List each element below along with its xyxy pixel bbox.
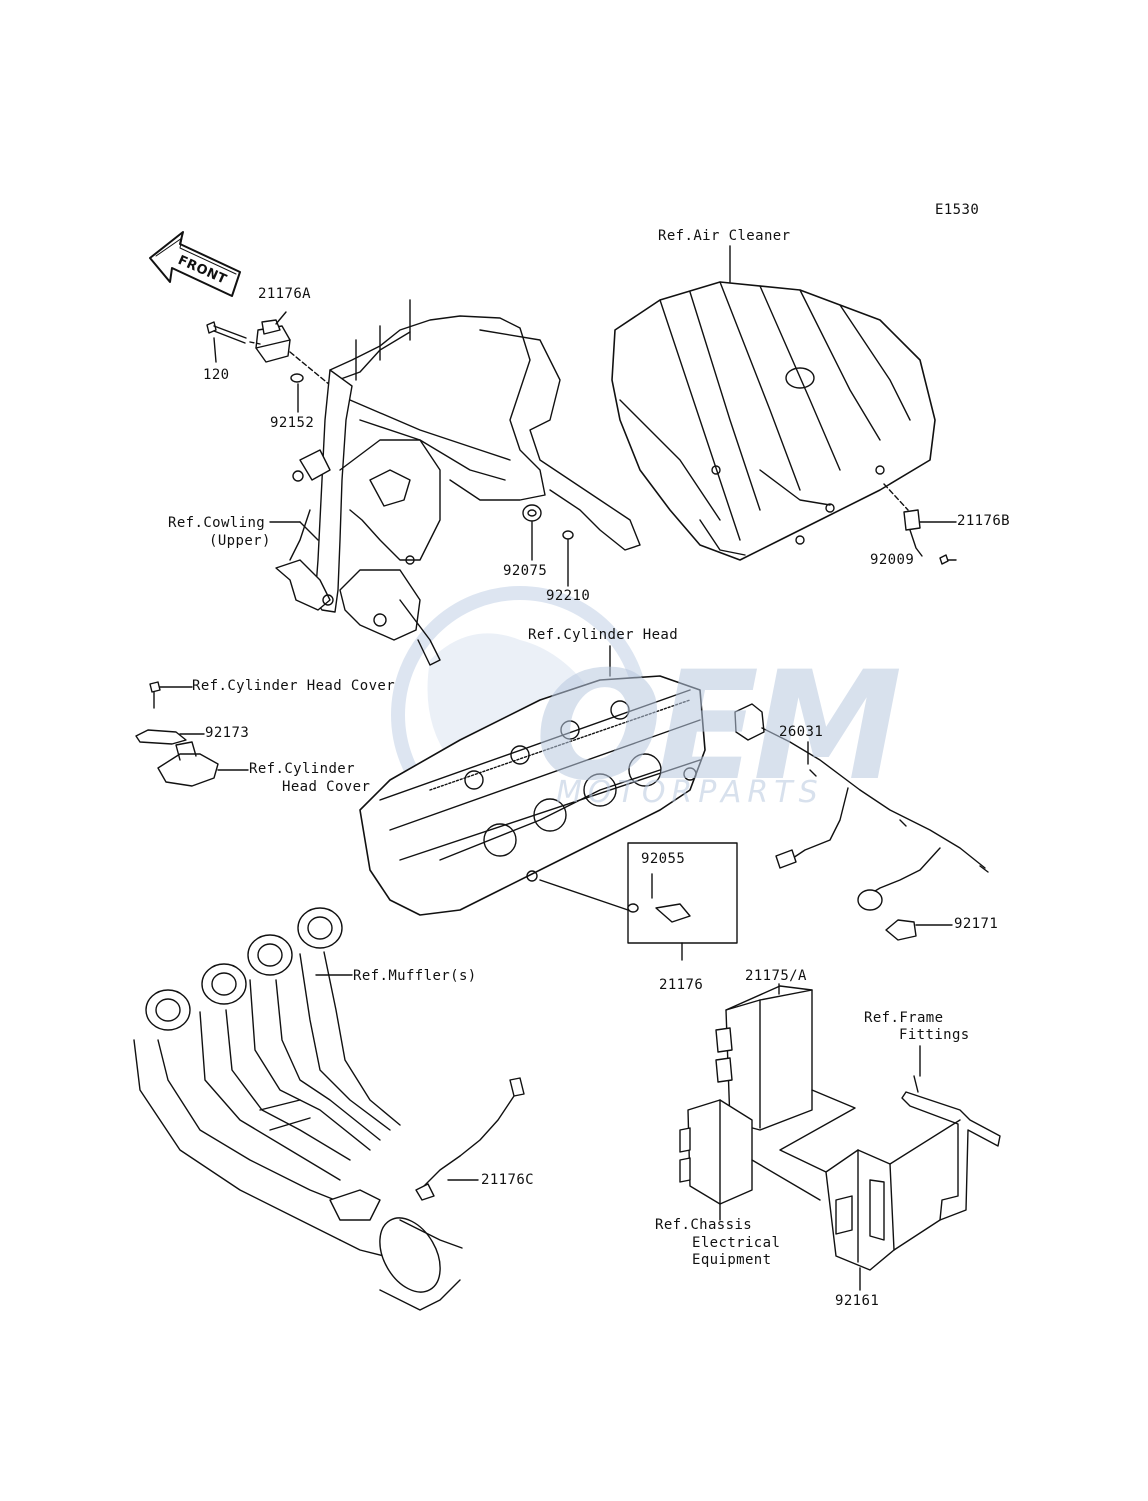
label-26031[interactable]: 26031 [779, 724, 824, 740]
label-21176A[interactable]: 21176A [258, 286, 311, 302]
bolt-cylinder-head-cover-icon[interactable] [149, 681, 161, 709]
screw-92009-icon[interactable] [939, 554, 949, 565]
label-ref-air-cleaner[interactable]: Ref.Air Cleaner [658, 228, 791, 244]
label-ref-cylinder-head-cover-line1[interactable]: Ref.Cylinder [249, 761, 355, 777]
label-21175A[interactable]: 21175/A [745, 968, 807, 984]
clamp-92171-icon[interactable] [885, 919, 917, 941]
cowling-bracket-icon[interactable] [275, 299, 641, 666]
label-21176C[interactable]: 21176C [481, 1172, 534, 1188]
grommet-92075-icon[interactable] [522, 504, 542, 522]
front-arrow-icon [149, 231, 241, 297]
label-ref-cylinder-head-cover-line2[interactable]: Head Cover [282, 779, 371, 795]
label-92173[interactable]: 92173 [205, 725, 250, 741]
label-ref-chassis-line2[interactable]: Electrical [692, 1235, 781, 1251]
sensor-21176B-icon[interactable] [903, 509, 923, 557]
label-21176B[interactable]: 21176B [957, 513, 1010, 529]
watermark-tagline: MOTORPARTS [556, 775, 824, 810]
label-ref-chassis-line1[interactable]: Ref.Chassis [655, 1217, 753, 1233]
label-ref-muffler[interactable]: Ref.Muffler(s) [353, 968, 477, 984]
label-ref-frame-line2[interactable]: Fittings [899, 1027, 970, 1043]
cylinder-head-cover-cap-icon[interactable] [157, 741, 219, 787]
label-ref-cowling-line1[interactable]: Ref.Cowling [168, 515, 266, 531]
label-ref-cowling-line2[interactable]: (Upper) [209, 533, 271, 549]
air-cleaner-icon[interactable] [611, 281, 936, 561]
label-92161[interactable]: 92161 [835, 1293, 880, 1309]
diagram-code: E1530 [935, 202, 980, 218]
label-ref-chassis-line3[interactable]: Equipment [692, 1252, 772, 1268]
label-92055[interactable]: 92055 [641, 851, 686, 867]
exhaust-pipes-icon[interactable] [133, 907, 463, 1311]
label-ref-frame-line1[interactable]: Ref.Frame [864, 1010, 944, 1026]
chassis-electrical-unit-icon[interactable] [679, 1099, 753, 1205]
label-120[interactable]: 120 [203, 367, 230, 383]
washer-92152-icon[interactable] [290, 373, 304, 383]
o-ring-92055-icon[interactable] [627, 903, 639, 913]
label-21176[interactable]: 21176 [659, 977, 704, 993]
watermark-brand: OEM [535, 640, 902, 814]
sensor-21176C-icon[interactable] [415, 1077, 525, 1201]
label-92075[interactable]: 92075 [503, 563, 548, 579]
nut-92210-icon[interactable] [562, 530, 574, 540]
bolt-120-icon[interactable] [206, 321, 247, 344]
label-92009[interactable]: 92009 [870, 552, 915, 568]
bracket-92173-icon[interactable] [135, 729, 187, 745]
frame-fitting-bracket-icon[interactable] [901, 1075, 1001, 1221]
label-92171[interactable]: 92171 [954, 916, 999, 932]
bracket-92161-icon[interactable] [825, 1119, 961, 1271]
sensor-21176-icon[interactable] [655, 903, 691, 923]
label-ref-cylinder-head[interactable]: Ref.Cylinder Head [528, 627, 679, 643]
label-92152[interactable]: 92152 [270, 415, 315, 431]
label-ref-cylinder-head-cover-top[interactable]: Ref.Cylinder Head Cover [192, 678, 396, 694]
harness-26031-icon[interactable] [734, 703, 989, 911]
cylinder-head-icon[interactable] [359, 675, 706, 916]
sensor-21176A-icon[interactable] [255, 319, 291, 363]
label-92210[interactable]: 92210 [546, 588, 591, 604]
